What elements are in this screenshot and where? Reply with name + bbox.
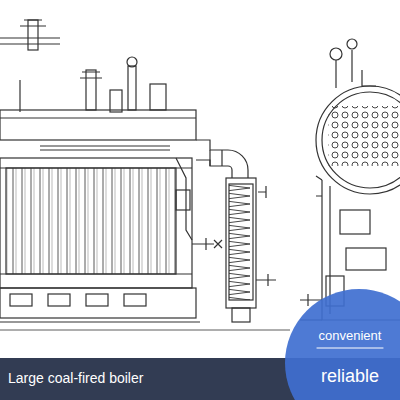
end-view: [300, 39, 400, 320]
highlight-text: reliable: [321, 366, 379, 387]
highlight-circle: convenient reliable: [284, 288, 400, 400]
label-text: convenient: [319, 328, 382, 343]
label-text: Large coal-fired boiler: [8, 370, 143, 386]
side-view: [0, 20, 290, 330]
